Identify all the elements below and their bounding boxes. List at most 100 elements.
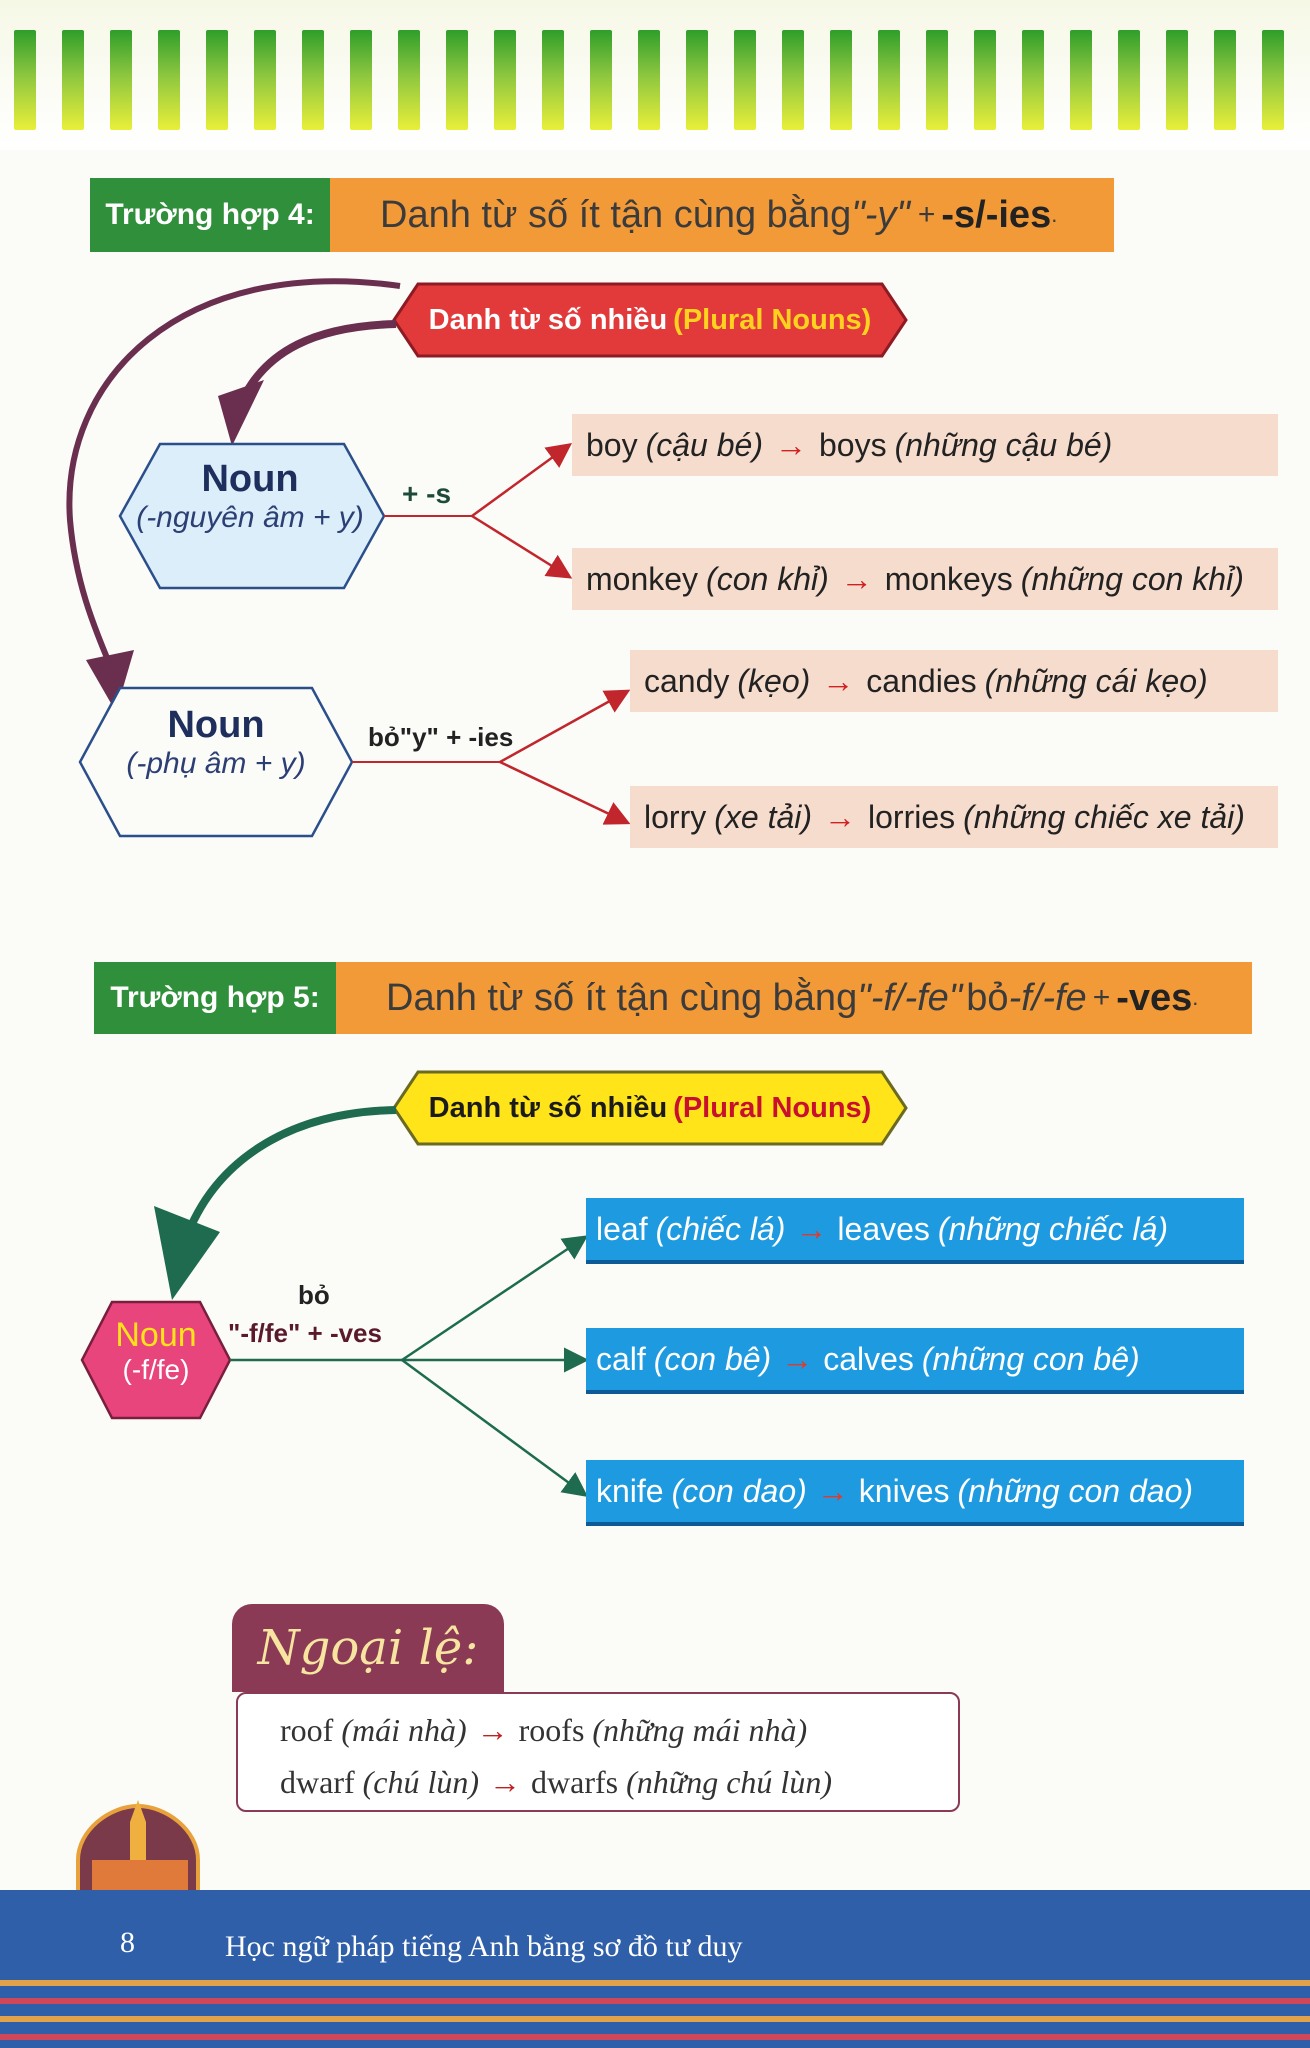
arrow-icon: → — [489, 1763, 522, 1800]
case4-title: Danh từ số ít tận cùng bằng "-y" + -s/-i… — [330, 178, 1114, 252]
example-plural: lorries — [868, 798, 956, 835]
decor-stripe — [686, 30, 708, 130]
case5-title-end: . — [1192, 985, 1199, 1010]
case5-node-sub: (-f/fe) — [122, 1354, 190, 1385]
decor-stripe — [926, 30, 948, 130]
example-word: boy — [586, 426, 638, 463]
decor-stripe — [398, 30, 420, 130]
case5-rule-line1: bỏ — [298, 1280, 330, 1310]
example-meaning: (con bê) — [653, 1340, 772, 1377]
decor-stripe — [446, 30, 468, 130]
arrow-icon: → — [816, 1472, 849, 1509]
decor-stripe — [158, 30, 180, 130]
exception-item: dwarf (chú lùn) → dwarfs (những chú lùn) — [280, 1756, 916, 1808]
case4-branch2 — [471, 514, 573, 579]
decor-stripe — [590, 30, 612, 130]
example-meaning: (chiếc lá) — [655, 1210, 786, 1247]
footer-stripe — [0, 1980, 1310, 1986]
decor-stripe — [974, 30, 996, 130]
arrow-icon: → — [774, 426, 807, 463]
example-plural-meaning: (những chiếc xe tải) — [963, 798, 1245, 835]
case5-curve-head — [154, 1206, 220, 1300]
case4-tag-text: Danh từ số nhiều — [428, 303, 668, 336]
case5-label: Trường hợp 5: — [94, 962, 336, 1034]
case4-curve-long-head — [86, 650, 134, 712]
case5-node-title: Noun — [115, 1316, 197, 1354]
example-meaning: (cậu bé) — [645, 426, 763, 463]
arrow-icon: → — [824, 798, 857, 835]
example-meaning: (xe tải) — [714, 798, 813, 835]
case5-title-mid: bỏ — [966, 976, 1009, 1019]
exception-plural-meaning: (những chú lùn) — [626, 1763, 832, 1800]
case5-example-2: calf (con bê) → calves (những con bê) — [586, 1328, 1244, 1394]
decor-stripe — [1070, 30, 1092, 130]
top-decoration — [0, 0, 1310, 150]
decor-stripe — [1166, 30, 1188, 130]
arrow-icon: → — [781, 1340, 814, 1377]
exception-item: roof (mái nhà) → roofs (những mái nhà) — [280, 1704, 916, 1756]
case4-example-4: lorry (xe tải) → lorries (những chiếc xe… — [630, 786, 1278, 848]
case5-tag-text: Danh từ số nhiều — [428, 1091, 668, 1124]
case4-example-2: monkey (con khỉ) → monkeys (những con kh… — [572, 548, 1278, 610]
arrow-icon: → — [476, 1711, 509, 1748]
case5-example-3: knife (con dao) → knives (những con dao) — [586, 1460, 1244, 1526]
example-word: monkey — [586, 560, 699, 597]
case4-node2-title: Noun — [167, 704, 265, 746]
arrow-icon: → — [795, 1210, 828, 1247]
footer-stripe — [0, 1998, 1310, 2004]
case5-branch1 — [401, 1235, 589, 1362]
decor-stripe — [494, 30, 516, 130]
case4-node2-shape — [78, 686, 354, 838]
footer-stripe — [0, 2034, 1310, 2040]
example-plural: knives — [858, 1472, 950, 1509]
exception-plural: dwarfs — [531, 1763, 619, 1800]
case5-title-text: Danh từ số ít tận cùng bằng — [386, 976, 858, 1019]
example-meaning: (con khỉ) — [706, 560, 829, 597]
case4-title-end: . — [1051, 202, 1058, 227]
case4-title-bold: -s/-ies — [941, 193, 1052, 236]
page-number: 8 — [120, 1926, 135, 1959]
example-plural-meaning: (những con dao) — [957, 1472, 1194, 1509]
example-word: leaf — [596, 1210, 648, 1247]
decor-stripe — [14, 30, 36, 130]
exception-plural: roofs — [518, 1711, 585, 1748]
exception-meaning: (mái nhà) — [341, 1711, 467, 1748]
case4-node2-sub: (-phụ âm + y) — [126, 747, 306, 780]
case5-node: Noun (-f/fe) — [82, 1316, 230, 1386]
example-plural: candies — [866, 662, 977, 699]
decor-stripe — [830, 30, 852, 130]
case4-tag: Danh từ số nhiều (Plural Nouns) — [418, 284, 882, 356]
case4-example-3: candy (kẹo) → candies (những cái kẹo) — [630, 650, 1278, 712]
example-plural: monkeys — [884, 560, 1013, 597]
decor-stripe — [110, 30, 132, 130]
example-plural-meaning: (những chiếc lá) — [937, 1210, 1169, 1247]
example-plural: boys — [818, 426, 887, 463]
example-plural: leaves — [837, 1210, 930, 1247]
tower-skyline — [92, 1860, 188, 1892]
decor-stripe — [782, 30, 804, 130]
case4-curve-short-head — [218, 380, 264, 446]
arrow-icon: → — [840, 560, 873, 597]
exceptions-box: roof (mái nhà) → roofs (những mái nhà) d… — [236, 1692, 960, 1812]
arrow-icon: → — [822, 662, 855, 699]
case5-title-plus: + — [1092, 981, 1111, 1014]
decor-stripe — [878, 30, 900, 130]
example-word: knife — [596, 1472, 664, 1509]
case5-title-bold: -ves — [1116, 976, 1193, 1019]
case4-example-1: boy (cậu bé) → boys (những cậu bé) — [572, 414, 1278, 476]
example-word: lorry — [644, 798, 707, 835]
case4-title-text: Danh từ số ít tận cùng bằng — [380, 193, 852, 236]
decor-stripe — [638, 30, 660, 130]
case4-tag-highlight: (Plural Nouns) — [673, 303, 872, 336]
example-plural-meaning: (những cái kẹo) — [984, 662, 1208, 699]
example-plural: calves — [823, 1340, 914, 1377]
case5-curve — [178, 1106, 397, 1252]
exceptions-title: Ngoại lệ: — [232, 1604, 504, 1692]
decor-stripe — [206, 30, 228, 130]
decor-stripe — [302, 30, 324, 130]
case4-title-em: "-y" — [851, 193, 910, 236]
case4-label: Trường hợp 4: — [90, 178, 330, 252]
example-meaning: (kẹo) — [737, 662, 811, 699]
exception-word: roof — [280, 1711, 334, 1748]
